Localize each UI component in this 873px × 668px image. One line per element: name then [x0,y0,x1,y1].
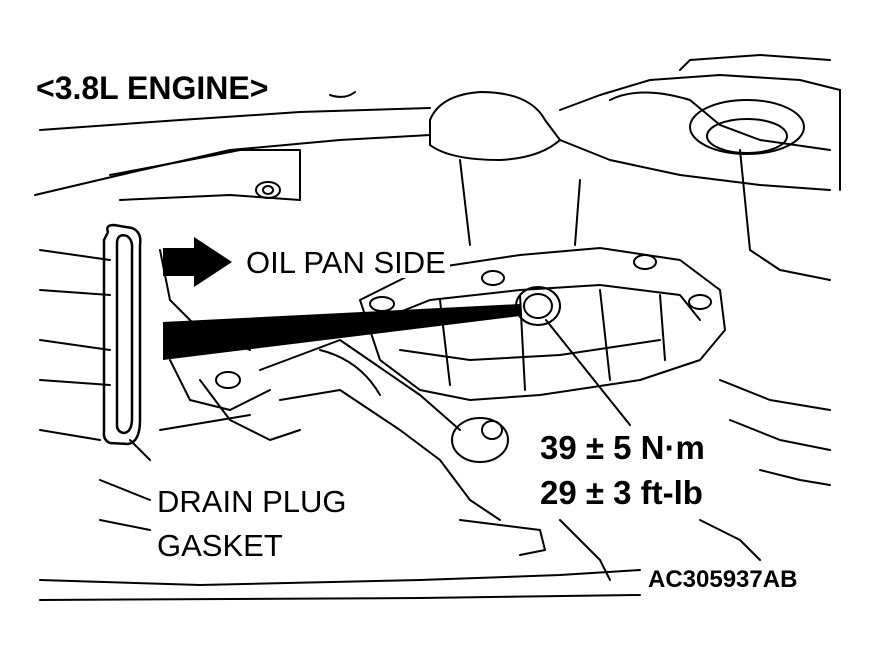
figure-code: AC305937AB [648,566,798,593]
drain-plug-wedge-pointer [163,304,520,360]
lower-frame [39,91,831,601]
oil-pan-side-label: OIL PAN SIDE [242,247,450,278]
oil-pan-side-arrow [163,237,232,287]
torque-leader [545,319,631,426]
gasket-ring [102,223,142,446]
torque-ftlb-label: 29 ± 3 ft-lb [537,476,706,509]
gasket-label: GASKET [154,530,286,561]
figure-title: <3.8L ENGINE> [36,70,269,106]
drain-plug-label: DRAIN PLUG [154,486,350,517]
torque-nm-label: 39 ± 5 N·m [537,431,708,464]
drain-plug-fitting [515,286,561,326]
oil-filler-ring [689,99,805,155]
left-housing [39,149,301,441]
exhaust-pipe [259,339,509,521]
engine-block-outline [34,54,841,281]
drain-plug-leader [129,414,251,461]
